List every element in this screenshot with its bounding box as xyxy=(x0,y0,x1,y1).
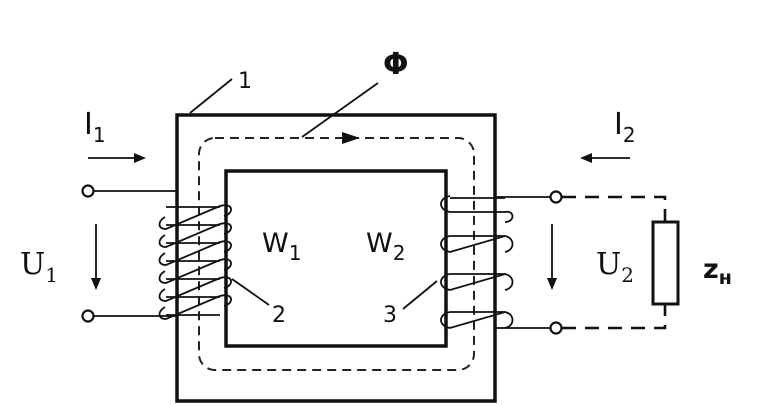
flux-leader xyxy=(301,82,379,138)
load-circuit xyxy=(562,195,667,330)
secondary-terminal-top xyxy=(549,190,563,204)
core-window xyxy=(224,169,448,348)
primary-winding xyxy=(158,204,232,320)
core-leader xyxy=(189,78,233,114)
u2-label: U2 xyxy=(596,247,634,287)
u2-arrow xyxy=(547,224,557,290)
i2-arrow xyxy=(580,153,630,163)
u1-arrow xyxy=(91,224,101,290)
load-label: zн xyxy=(703,254,732,289)
primary-leader xyxy=(231,278,270,306)
secondary-winding-label: 3 xyxy=(383,303,397,328)
flux-path xyxy=(198,137,475,371)
flux-arrow xyxy=(342,132,360,144)
w1-label: W1 xyxy=(262,228,301,265)
secondary-terminal-bottom xyxy=(549,321,563,335)
w2-label: W2 xyxy=(366,228,405,265)
u1-label: U1 xyxy=(20,247,58,287)
flux-label: Φ xyxy=(383,47,409,82)
secondary-leader xyxy=(402,280,438,310)
primary-winding-label: 2 xyxy=(272,303,286,328)
core-label: 1 xyxy=(238,69,252,94)
i1-arrow xyxy=(88,153,146,163)
primary-terminal-bottom xyxy=(81,309,95,323)
core-outer xyxy=(175,113,497,403)
primary-terminal-top xyxy=(81,184,95,198)
i1-label: I1 xyxy=(84,107,106,147)
load-impedance xyxy=(651,220,680,306)
secondary-winding xyxy=(440,195,514,329)
i2-label: I2 xyxy=(614,107,636,147)
